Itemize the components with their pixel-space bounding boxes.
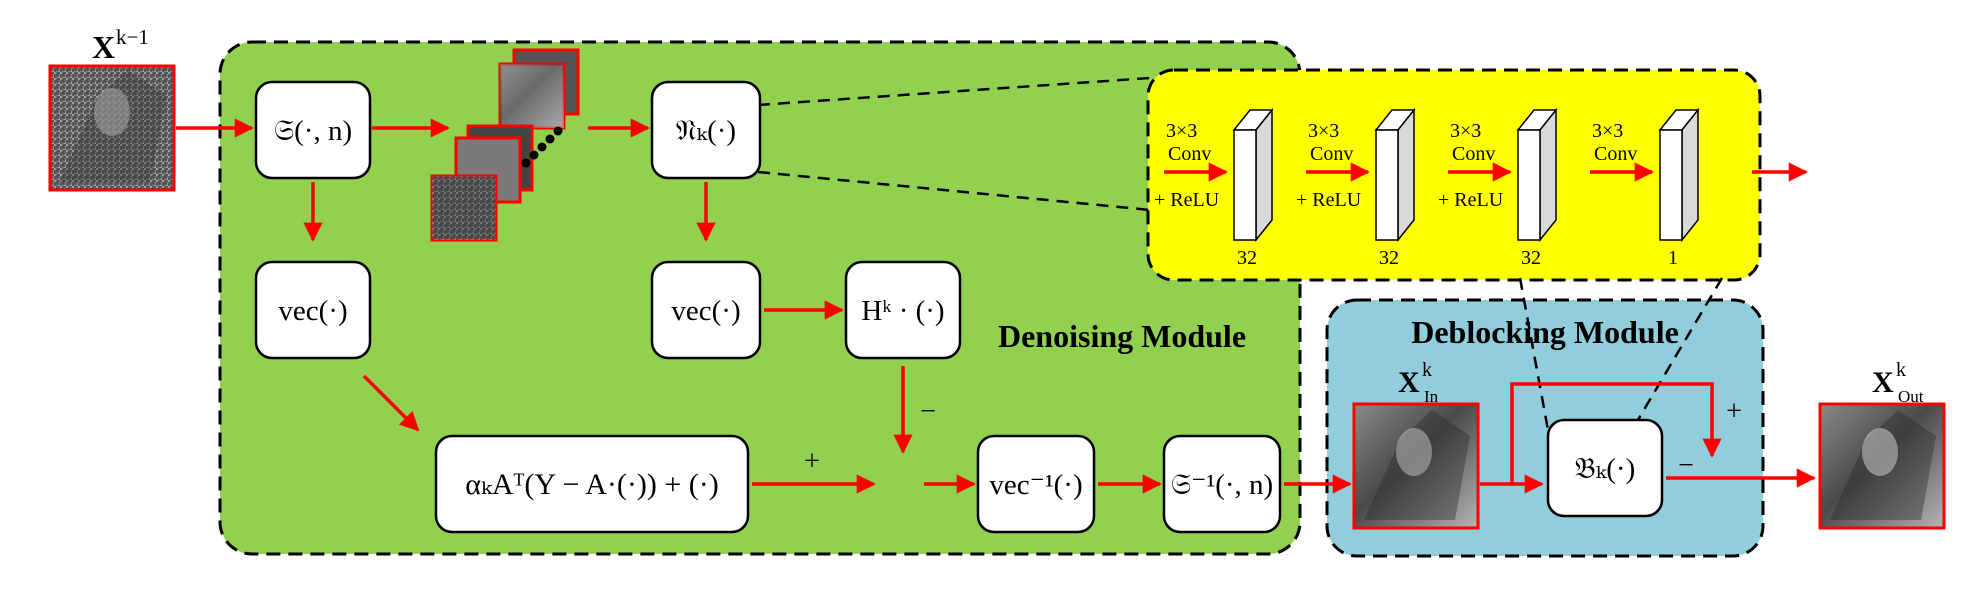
x-out-label: X k Out [1872,359,1924,406]
svg-text:X: X [92,29,115,65]
svg-text:k: k [1422,359,1432,381]
flow-arrows [176,118,1816,494]
cnn-channels-label-3: 32 [1521,247,1541,269]
network-block [650,80,762,180]
vec-label-left: vec(·) [278,295,347,327]
sampler-block [254,80,372,180]
cnn-conv-label-3: Conv [1452,143,1495,165]
cnn-block-front-1 [1233,129,1257,241]
lena-output-image [1818,402,1946,530]
gradient-step-label: αₖAᵀ(Y − A·(·)) + (·) [465,468,719,501]
svg-text:k−1: k−1 [116,25,149,49]
cnn-channels-label-1: 32 [1237,247,1257,269]
network-label: 𝔑ₖ(·) [676,115,736,147]
cnn-block-side-4 [1681,107,1699,243]
cnn-channels-label-2: 32 [1379,247,1399,269]
cnn-block-front-4 [1659,129,1683,241]
vec-inverse-label: vec⁻¹(·) [989,469,1082,501]
vec-label-right: vec(·) [671,295,740,327]
cnn-relu-label-1: + ReLU [1154,189,1220,211]
deblock-operator-label: 𝔅ₖ(·) [1575,453,1636,485]
svg-text:In: In [1424,387,1439,406]
plus-sign-main: + [804,446,820,477]
cnn-kernel-label-3: 3×3 [1450,120,1481,142]
minus-sign-main: − [920,396,936,427]
cnn-block-front-3 [1517,129,1541,241]
minus-sign-deblock: − [1678,450,1694,481]
sampler-inverse-label: 𝔖⁻¹(·, n) [1171,469,1273,501]
image-patches [430,48,580,242]
cnn-block-side-2 [1397,107,1415,243]
cnn-block-front-2 [1375,129,1399,241]
cnn-kernel-label-2: 3×3 [1308,120,1339,142]
svg-text:k: k [1896,359,1906,381]
vec-block-right [650,260,762,360]
sampler-label: 𝔖(·, n) [274,115,352,147]
cnn-conv-label-1: Conv [1168,143,1211,165]
cnn-relu-label-2: + ReLU [1296,189,1362,211]
cnn-detail-region [1146,68,1762,282]
x-prev-label: X k−1 [92,25,149,65]
deblock-operator-block [1546,418,1664,518]
svg-text:X: X [1398,366,1420,399]
deblocking-module-label: Deblocking Module [1411,314,1679,350]
cnn-kernel-label-1: 3×3 [1166,120,1197,142]
cnn-conv-label-4: Conv [1594,143,1637,165]
sampler-inverse-block [1162,434,1282,534]
detail-connector-lines [757,76,1724,431]
h-operator-label: Hᵏ · (·) [861,295,944,327]
h-operator-block [844,260,962,360]
lena-blocky-image [1352,402,1480,530]
denoising-module-label: Denoising Module [998,318,1246,354]
x-in-label: X k In [1398,359,1439,406]
vec-inverse-block [976,434,1096,534]
cnn-block-side-1 [1255,107,1273,243]
cnn-block-side-3 [1539,107,1557,243]
vec-block-left [254,260,372,360]
cnn-channels-label-4: 1 [1668,247,1678,269]
plus-sign-deblock: + [1726,396,1742,427]
svg-text:X: X [1872,366,1894,399]
svg-text:Out: Out [1898,387,1924,406]
cnn-kernel-label-4: 3×3 [1592,120,1623,142]
cnn-relu-label-3: + ReLU [1438,189,1504,211]
lena-noisy-image [48,64,176,192]
gradient-step-block [434,434,750,534]
cnn-conv-label-2: Conv [1310,143,1353,165]
